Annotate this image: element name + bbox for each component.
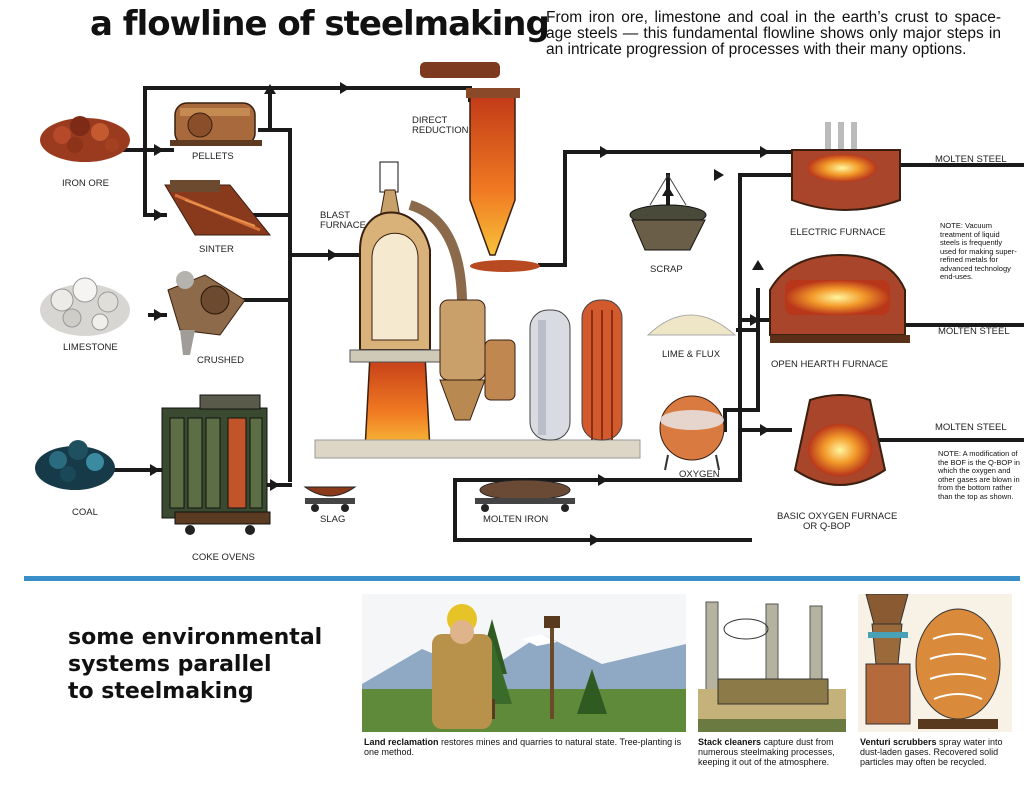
intro-text: From iron ore, limestone and coal in the… — [546, 9, 1001, 58]
label-oxygen: OXYGEN — [679, 469, 720, 480]
label-crushed: CRUSHED — [197, 355, 244, 366]
caption-land-reclamation-bold: Land reclamation — [364, 737, 439, 747]
coal-pile — [35, 440, 115, 490]
label-molten-steel-1: MOLTEN STEEL — [935, 154, 1007, 165]
hot-blast-stoves — [529, 299, 623, 441]
slag-car — [303, 486, 357, 512]
label-limestone: LIMESTONE — [63, 342, 118, 353]
environment-title-line3: to steelmaking — [68, 679, 254, 704]
label-blast-furnace-1: BLAST — [320, 210, 351, 221]
lime-flux-pile — [646, 314, 737, 336]
environment-title: some environmental systems parallel to s… — [68, 624, 322, 705]
land-reclamation-illustration — [362, 594, 686, 732]
caption-land-reclamation-text: restores mines and quarries to natural s… — [364, 737, 682, 757]
iron-ore-pile — [40, 116, 130, 162]
caption-stack-cleaners-bold: Stack cleaners — [698, 737, 762, 747]
label-bof-1: BASIC OXYGEN FURNACE — [777, 511, 898, 522]
environment-title-line2: systems parallel — [68, 652, 272, 677]
label-slag: SLAG — [320, 514, 346, 525]
caption-venturi-scrubbers: Venturi scrubbers spray water into dust-… — [860, 737, 1014, 767]
section-divider — [24, 576, 1020, 581]
flowline-diagram — [35, 62, 1024, 546]
label-iron-ore: IRON ORE — [62, 178, 109, 189]
caption-venturi-scrubbers-text: spray water into dust-laden gases. Recov… — [860, 737, 1003, 767]
venturi-scrubber-illustration — [858, 594, 1012, 732]
torpedo-car — [475, 479, 575, 512]
label-molten-iron: MOLTEN IRON — [483, 514, 549, 525]
note-vacuum-treatment: NOTE: Vacuum treatment of liquid steels … — [940, 221, 1017, 281]
direct-reduction-shaft — [420, 62, 540, 272]
label-molten-steel-2: MOLTEN STEEL — [938, 326, 1010, 337]
label-molten-steel-3: MOLTEN STEEL — [935, 422, 1007, 433]
crusher-machine — [167, 271, 246, 355]
note-q-bop: NOTE: A modification of the BOF is the Q… — [938, 449, 1020, 501]
environment-title-line1: some environmental — [68, 625, 323, 650]
sinter-machine — [164, 180, 272, 236]
caption-venturi-scrubbers-bold: Venturi scrubbers — [860, 737, 937, 747]
caption-land-reclamation: Land reclamation restores mines and quar… — [364, 737, 686, 757]
label-pellets: PELLETS — [192, 151, 234, 162]
label-coal: COAL — [72, 507, 98, 518]
stack-cleaners-illustration — [698, 594, 846, 732]
pellets-drum — [170, 102, 262, 146]
limestone-pile — [40, 277, 130, 336]
scrap-magnet — [629, 174, 707, 251]
flow-arrows — [150, 82, 770, 546]
oxygen-tank — [659, 395, 725, 471]
label-bof-2: OR Q-BOP — [803, 521, 851, 532]
electric-furnace — [791, 122, 901, 211]
basic-oxygen-furnace — [793, 394, 887, 486]
open-hearth-furnace — [769, 253, 910, 343]
blast-furnace — [314, 161, 641, 459]
label-direct-reduction-2: REDUCTION — [412, 125, 469, 136]
label-direct-reduction-1: DIRECT — [412, 115, 448, 126]
coke-ovens — [161, 394, 271, 535]
page-title: a flowline of steelmaking — [90, 4, 550, 44]
label-electric-furnace: ELECTRIC FURNACE — [790, 227, 886, 238]
label-blast-furnace-2: FURNACE — [320, 220, 366, 231]
caption-stack-cleaners: Stack cleaners capture dust from numerou… — [698, 737, 848, 767]
label-coke-ovens: COKE OVENS — [192, 552, 255, 563]
caption-stack-cleaners-text: capture dust from numerous steelmaking p… — [698, 737, 835, 767]
label-sinter: SINTER — [199, 244, 234, 255]
label-scrap: SCRAP — [650, 264, 683, 275]
label-open-hearth-furnace: OPEN HEARTH FURNACE — [771, 359, 889, 370]
label-lime-flux: LIME & FLUX — [662, 349, 721, 360]
flow-lines — [103, 86, 1024, 542]
